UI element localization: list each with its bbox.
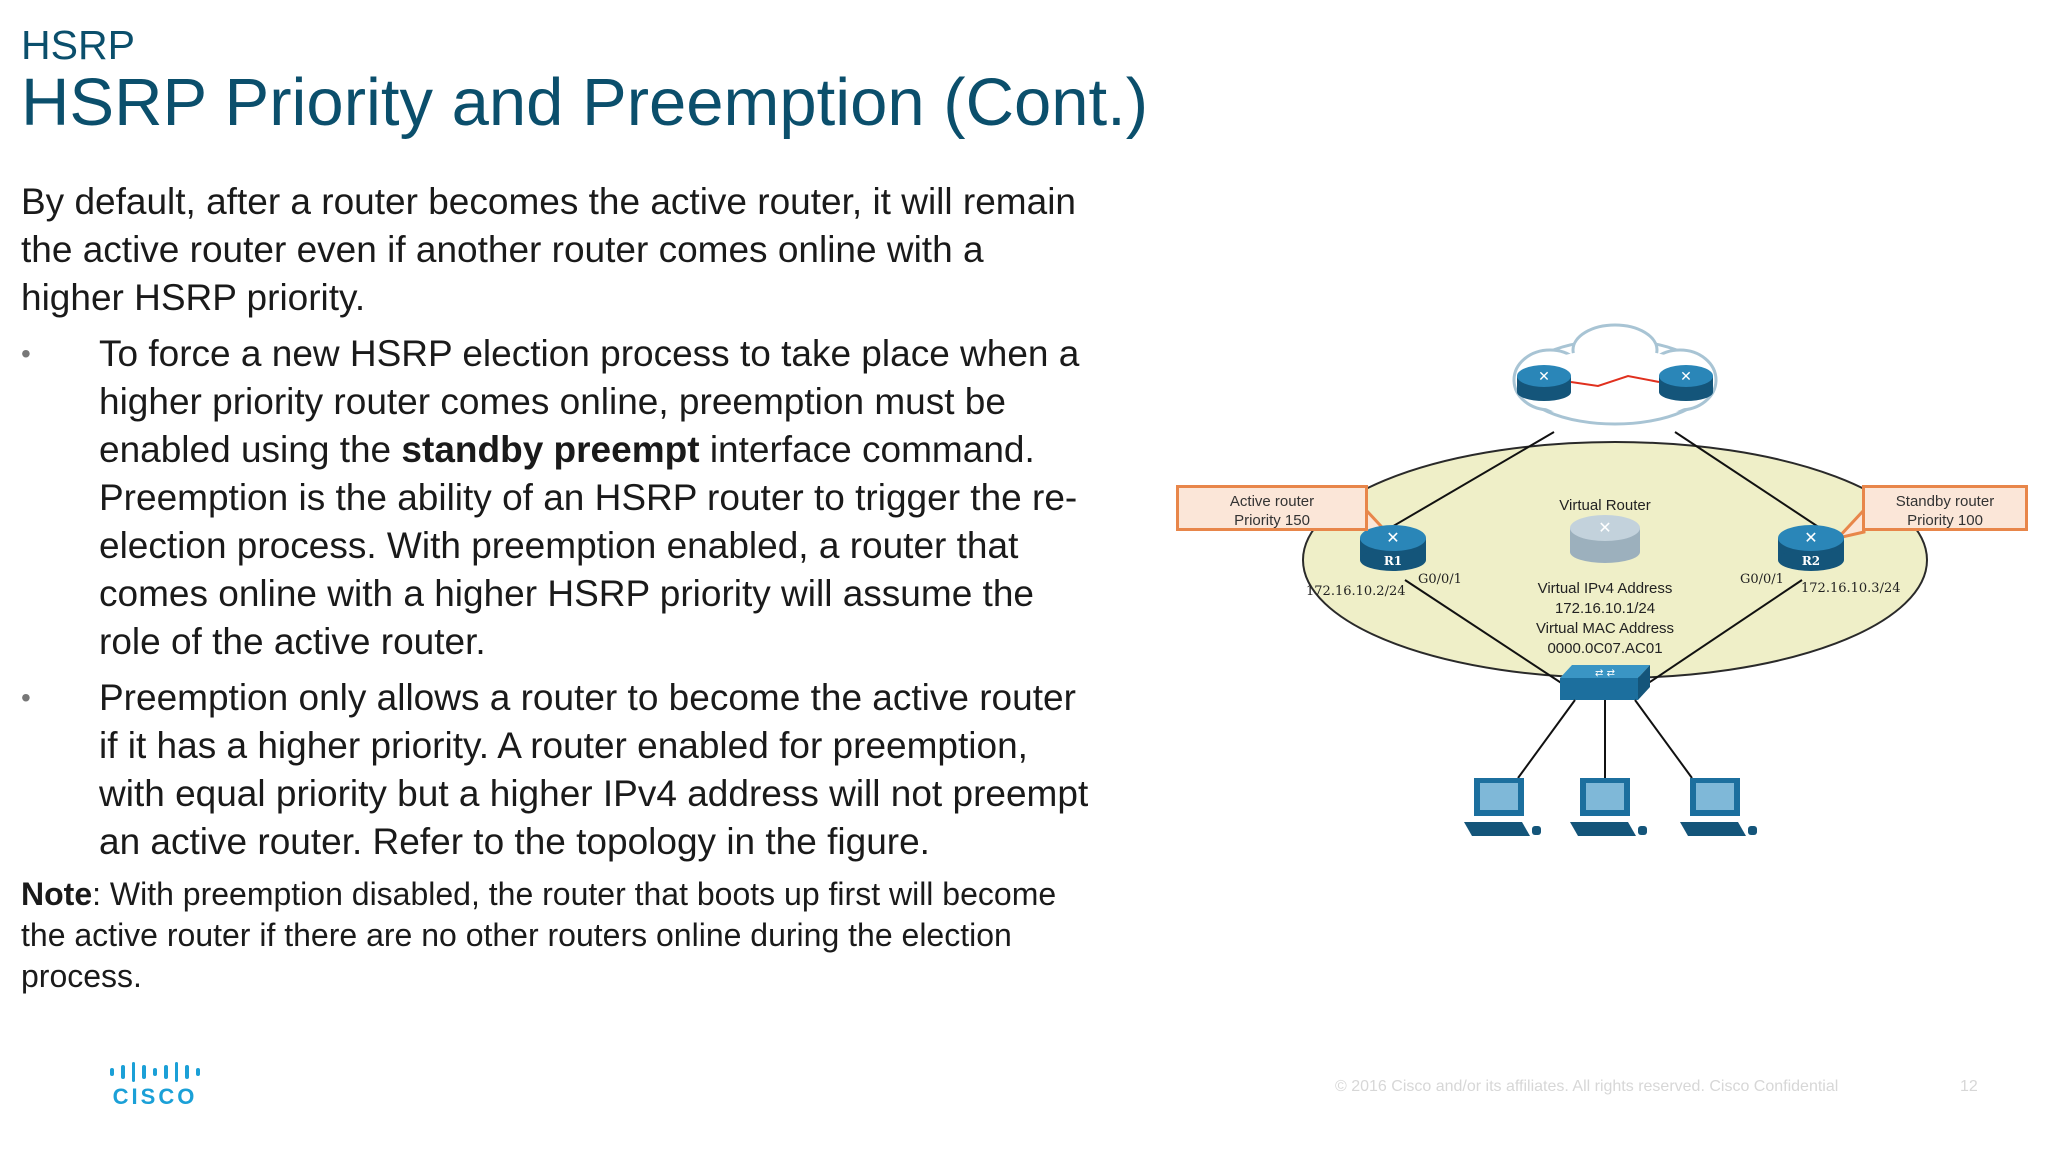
pc-2: [1570, 778, 1647, 836]
topology-graphics: ✕ ✕ ✕ ✕ ✕: [1302, 323, 1928, 836]
r1-interface: G0/0/1: [1418, 572, 1462, 587]
cloud-router-right: ✕: [1659, 365, 1713, 401]
r1-ip-address: 172.16.10.2/24: [1306, 584, 1406, 599]
link-r2-switch: [1634, 579, 1803, 693]
virtual-ipv4-label: Virtual IPv4 Address: [1537, 580, 1673, 597]
serial-link: [1570, 374, 1660, 388]
bullet-preemption-command: • To force a new HSRP election process t…: [21, 330, 1096, 666]
cloud-router-left: ✕: [1517, 365, 1571, 401]
switch-icon: ⇄ ⇄: [1560, 665, 1650, 700]
intro-paragraph: By default, after a router becomes the a…: [21, 181, 1076, 318]
note-text: : With preemption disabled, the router t…: [21, 876, 1057, 994]
virtual-mac-value: 0000.0C07.AC01: [1547, 640, 1663, 657]
svg-text:✕: ✕: [1598, 518, 1611, 537]
router-r1: ✕: [1360, 525, 1426, 571]
cisco-logo: CISCO: [109, 1062, 201, 1112]
bullet-list: • To force a new HSRP election process t…: [21, 330, 1096, 866]
bullet-preemption-priority: • Preemption only allows a router to bec…: [21, 674, 1096, 866]
virtual-router-label: Virtual Router: [1559, 497, 1651, 514]
link-r1-switch: [1404, 579, 1576, 693]
cisco-logo-bars: [109, 1062, 201, 1082]
r1-name: R1: [1383, 554, 1403, 568]
r2-interface: G0/0/1: [1740, 572, 1784, 587]
slide-header: HSRP HSRP Priority and Preemption (Cont.…: [21, 22, 1148, 142]
link-switch-pc3: [1634, 699, 1693, 779]
note-label: Note: [21, 876, 93, 912]
slide-title: HSRP Priority and Preemption (Cont.): [21, 65, 1149, 140]
r2-ip-address: 172.16.10.3/24: [1801, 581, 1901, 596]
cisco-logo-wordmark: CISCO: [112, 1084, 198, 1109]
pc-3: [1680, 778, 1757, 836]
command-standby-preempt: standby preempt: [401, 429, 700, 470]
active-router-label: Active router: [1229, 493, 1315, 510]
bullet1-text-after: interface command. Preemption is the abi…: [99, 429, 1078, 662]
svg-text:✕: ✕: [1680, 369, 1692, 385]
bullet1-text-before: To force a new HSRP election process to …: [99, 333, 1080, 470]
bullet-marker: •: [21, 338, 31, 369]
standby-router-label: Standby router: [1895, 493, 1995, 510]
virtual-ipv4-value: 172.16.10.1/24: [1554, 600, 1656, 617]
svg-text:✕: ✕: [1538, 369, 1550, 385]
standby-router-callout: Standby router Priority 100: [1862, 485, 2028, 531]
svg-text:✕: ✕: [1386, 528, 1399, 547]
router-r2: ✕: [1778, 525, 1844, 571]
footer-copyright: © 2016 Cisco and/or its affiliates. All …: [1335, 1078, 1839, 1095]
svg-text:⇄ ⇄: ⇄ ⇄: [1595, 668, 1615, 679]
link-switch-pc1: [1517, 699, 1576, 779]
active-router-priority: Priority 150: [1234, 512, 1310, 529]
virtual-router-icon: ✕: [1570, 515, 1640, 563]
r2-name: R2: [1801, 554, 1821, 568]
link-cloud-r2: [1674, 431, 1821, 529]
bullet2-text: Preemption only allows a router to becom…: [99, 677, 1089, 862]
page-number: 12: [1960, 1078, 1978, 1095]
bullet-marker: •: [21, 682, 31, 713]
virtual-address-block: Virtual IPv4 Address 172.16.10.1/24 Virt…: [1495, 579, 1715, 659]
link-cloud-r1: [1389, 431, 1555, 529]
virtual-mac-label: Virtual MAC Address: [1535, 620, 1675, 637]
section-label: HSRP: [21, 22, 135, 68]
active-router-callout: Active router Priority 150: [1176, 485, 1368, 531]
slide-body: By default, after a router becomes the a…: [21, 178, 1096, 997]
standby-router-priority: Priority 100: [1907, 512, 1983, 529]
svg-text:✕: ✕: [1804, 528, 1817, 547]
hsrp-topology-diagram: ✕ ✕ ✕ ✕ ✕: [1170, 310, 2030, 850]
pc-1: [1464, 778, 1541, 836]
note: Note: With preemption disabled, the rout…: [21, 874, 1096, 997]
